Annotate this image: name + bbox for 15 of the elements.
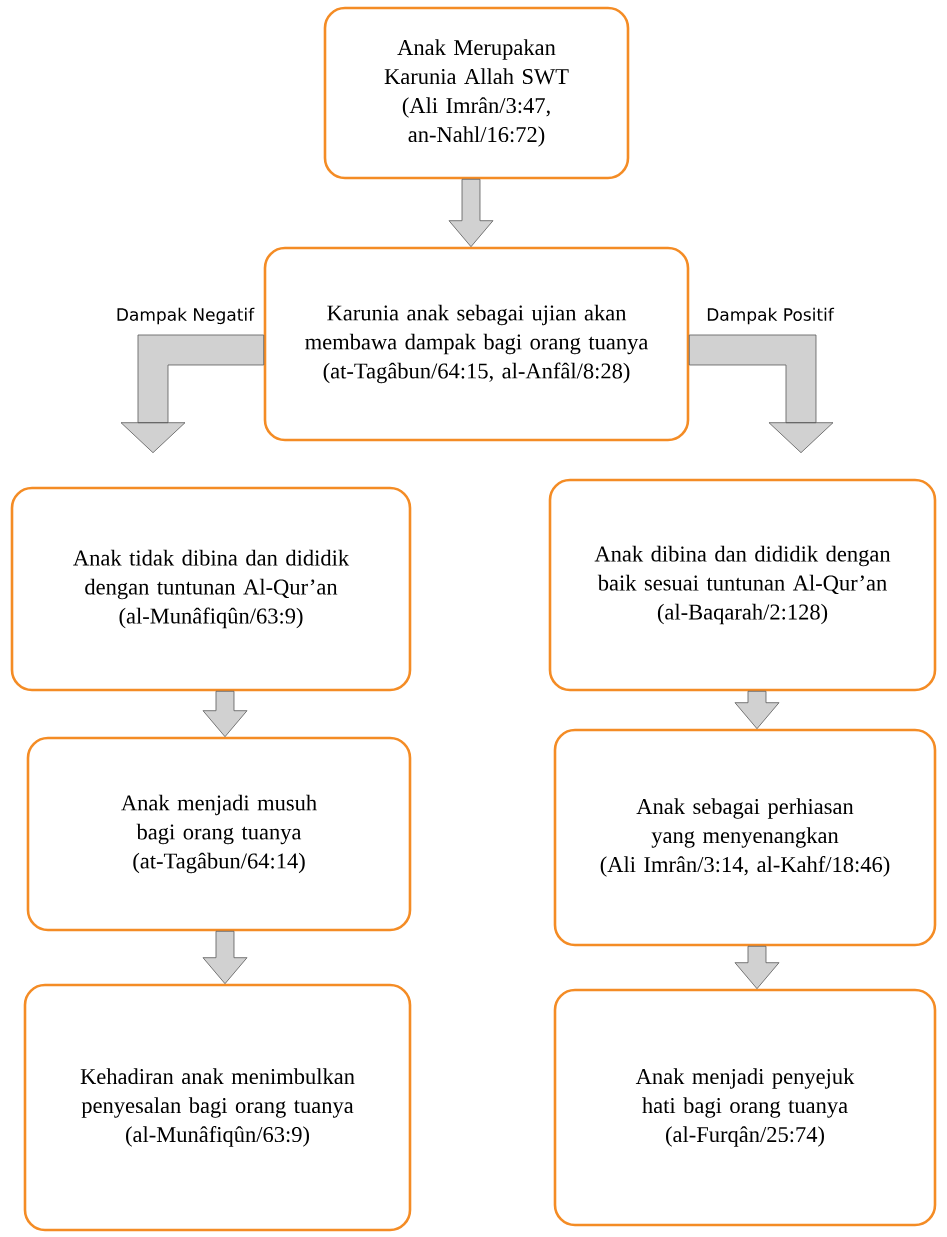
block-arrow [448, 178, 494, 248]
process-box: Anak menjadi penyejuk hati bagi orang tuanya (al-Furqân/25:74) [553, 988, 937, 1227]
edge-label: Dampak Negatif [117, 307, 255, 325]
edge-label: Dampak Positif [707, 307, 835, 325]
process-box: Anak tidak dibina dan dididik dengan tuntunan Al-Qur’an (al-Munâfiqûn/63:9) [10, 486, 412, 692]
process-box: Kehadiran anak menimbulkan penyesalan bagi orang tuanya (al-Munâfiqûn/63:9) [23, 983, 412, 1232]
block-arrow [202, 690, 248, 738]
process-box: Anak Merupakan Karunia Allah SWT (Ali Imrân/3:47, an-Nahl/16:72) [323, 6, 630, 180]
process-box: Karunia anak sebagai ujian akan membawa dampak bagi orang tuanya (at-Tagâbun/64:15, al-Anfâl/8:28) [263, 246, 690, 442]
block-arrow [734, 690, 780, 730]
process-box: Anak sebagai perhiasan yang menyenangkan (Ali Imrân/3:14, al-Kahf/18:46) [553, 728, 937, 947]
process-box: Anak menjadi musuh bagi orang tuanya (at-Tagâbun/64:14) [26, 736, 412, 932]
block-arrow [202, 930, 248, 985]
block-arrow [734, 945, 780, 990]
process-box: Anak dibina dan dididik dengan baik sesuai tuntunan Al-Qur’an (al-Baqarah/2:128) [548, 478, 937, 692]
